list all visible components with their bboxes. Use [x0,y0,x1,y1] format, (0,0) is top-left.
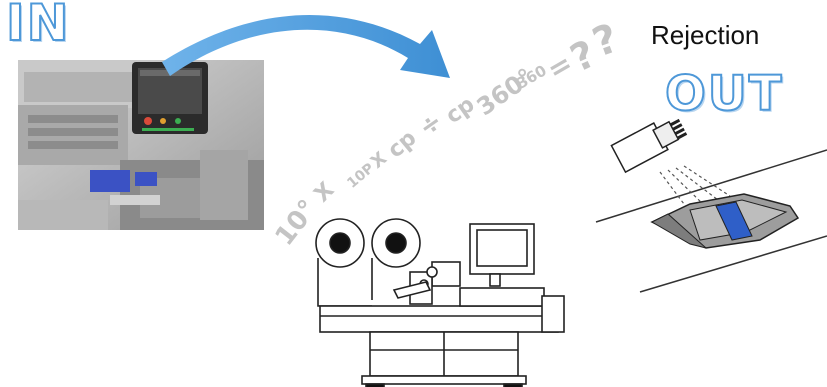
in-label: IN [6,0,70,52]
out-label: OUT [665,66,784,122]
rejection-label: Rejection [651,20,759,51]
